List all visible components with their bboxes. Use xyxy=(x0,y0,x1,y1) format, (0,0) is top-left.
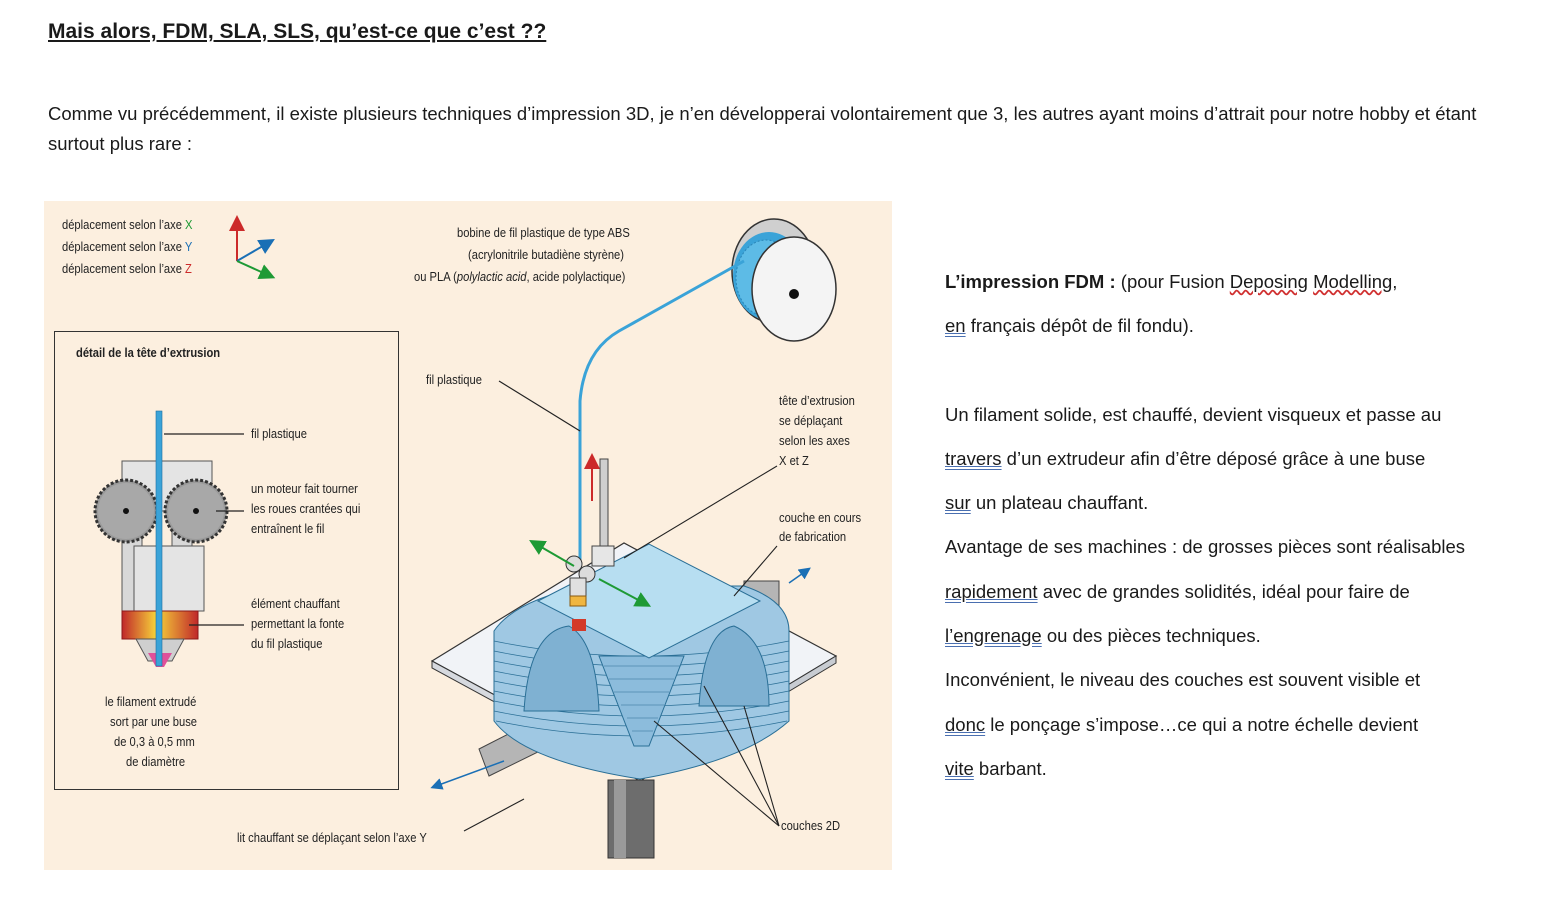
legend-z: déplacement selon l’axe Z xyxy=(62,261,192,276)
head-label-3: selon les axes xyxy=(779,433,850,448)
detail-nozzle-1: le filament extrudé xyxy=(105,694,197,709)
head-label-1: tête d’extrusion xyxy=(779,393,855,408)
layers-2d-label: couches 2D xyxy=(781,818,841,833)
printed-object xyxy=(493,543,790,780)
detail-motor-2: les roues crantées qui xyxy=(251,501,361,516)
fdm-diagram: déplacement selon l’axe X déplacement se… xyxy=(44,201,892,870)
detail-motor-1: un moteur fait tourner xyxy=(251,481,358,496)
detail-title: détail de la tête d’extrusion xyxy=(76,345,221,360)
line-3: Un filament solide, est chauffé, devient… xyxy=(945,403,1442,425)
line-1: L’impression FDM : (pour Fusion Deposing… xyxy=(945,271,1398,292)
legend-x: déplacement selon l’axe X xyxy=(62,217,193,232)
detail-nozzle-4: de diamètre xyxy=(126,754,186,769)
fil-plastique-label: fil plastique xyxy=(426,372,482,387)
machine-head xyxy=(529,453,652,631)
detail-nozzle-2: sort par une buse xyxy=(110,714,198,729)
spool-label-1: bobine de fil plastique de type ABS xyxy=(457,225,630,240)
line-8: l’engrenage ou des pièces techniques. xyxy=(945,625,1261,647)
intro-paragraph: Comme vu précédemment, il existe plusieu… xyxy=(48,103,1477,154)
line-7: rapidement avec de grandes solidités, id… xyxy=(945,580,1410,602)
extrusion-head-detail-box xyxy=(54,331,399,790)
detail-fil-label: fil plastique xyxy=(251,426,307,441)
line-10: donc le ponçage s’impose…ce qui a notre … xyxy=(945,713,1419,735)
detail-heat-3: du fil plastique xyxy=(251,636,323,651)
diagram-drawing xyxy=(93,215,838,859)
line-9: Inconvénient, le niveau des couches est … xyxy=(945,669,1421,691)
spool-label-3: ou PLA (polylactic acid, acide polylacti… xyxy=(414,269,626,284)
detail-motor-3: entraînent le fil xyxy=(251,521,325,536)
fdm-description: L’impression FDM : (pour Fusion Deposing… xyxy=(945,260,1525,791)
line-6: Avantage de ses machines : de grosses pi… xyxy=(945,536,1466,558)
page-heading: Mais alors, FDM, SLA, SLS, qu’est-ce que… xyxy=(48,20,547,43)
spool-label-2: (acrylonitrile butadiène styrène) xyxy=(468,247,624,262)
bed-label: lit chauffant se déplaçant selon l’axe Y xyxy=(237,830,427,845)
line-4: travers d’un extrudeur afin d’être dépos… xyxy=(945,447,1426,469)
layer-label-2: de fabrication xyxy=(779,529,847,544)
extrusion-head-drawing xyxy=(93,410,244,667)
line-2: en français dépôt de fil fondu). xyxy=(945,315,1194,337)
line-11: vite barbant. xyxy=(945,757,1047,779)
legend-y: déplacement selon l’axe Y xyxy=(62,239,193,254)
axis-icon xyxy=(229,215,276,279)
detail-heat-1: élément chauffant xyxy=(251,596,340,611)
detail-nozzle-3: de 0,3 à 0,5 mm xyxy=(114,734,195,749)
detail-heat-2: permettant la fonte xyxy=(251,616,345,631)
head-label-4: X et Z xyxy=(779,453,809,468)
layer-label-1: couche en cours xyxy=(779,510,862,525)
spool xyxy=(731,218,837,342)
head-label-2: se déplaçant xyxy=(779,413,843,428)
line-5: sur un plateau chauffant. xyxy=(945,492,1149,514)
